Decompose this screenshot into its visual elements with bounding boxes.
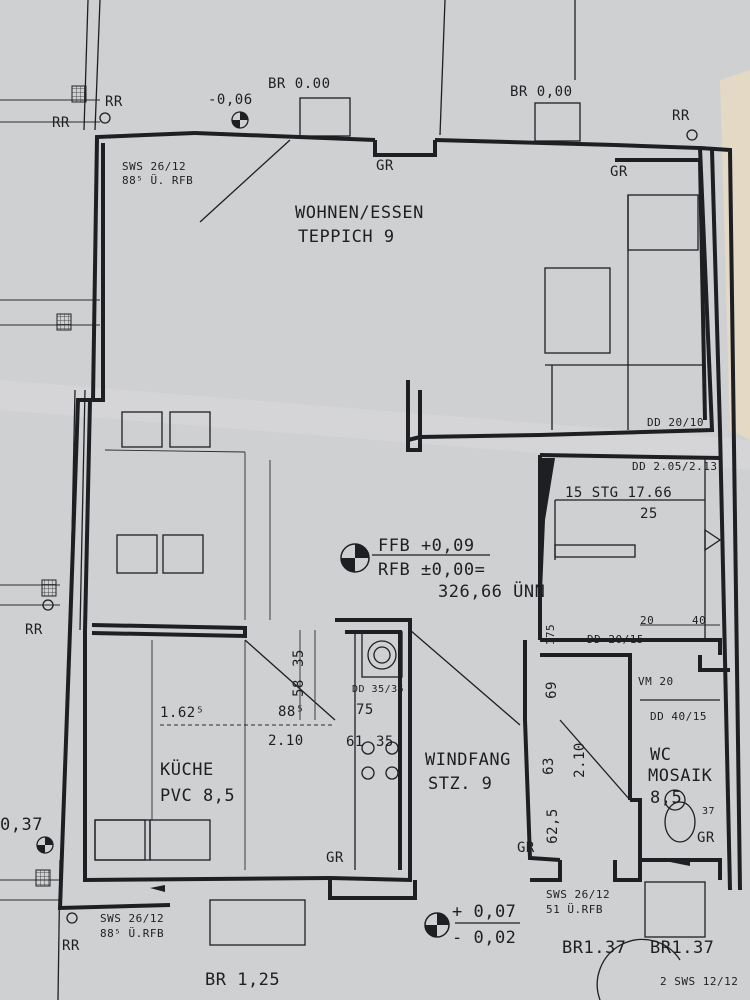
wc-floor-value: 8,5: [650, 788, 683, 808]
sws-right-a: SWS 26/12: [546, 888, 611, 901]
rr-bottom-left: RR: [62, 938, 80, 954]
br-bottom-r1: BR1.37: [562, 938, 627, 958]
dd-20-15: DD 20/15: [587, 633, 644, 646]
dim-75: 75: [356, 702, 374, 718]
gr-top-left: GR: [376, 158, 394, 174]
kitchen-name: KÜCHE: [160, 760, 214, 780]
door-arc: [596, 938, 681, 1000]
level-bottom-minus: - 0,02: [452, 928, 517, 948]
dim-35-a: 35: [290, 649, 307, 667]
living-room-floor: TEPPICH 9: [298, 227, 395, 247]
wc-floor: MOSAIK: [648, 766, 713, 786]
kitchen-88-dimension: 88⁵: [278, 704, 305, 720]
kitchen-floor: PVC 8,5: [160, 786, 236, 806]
staircase: [540, 458, 722, 640]
dim-40: 40: [692, 614, 707, 627]
br-top-right: BR 0,00: [510, 84, 573, 100]
stairs-steps: 15 STG 17.66: [565, 485, 673, 501]
sws-top-b: 88⁵ Ü. RFB: [122, 174, 194, 187]
sws-top-a: SWS 26/12: [122, 160, 187, 173]
kitchen-length-dimension: 2.10: [268, 733, 304, 749]
dim-175: 175: [544, 623, 558, 646]
living-room-name: WOHNEN/ESSEN: [295, 203, 424, 223]
rr-mid-left: RR: [25, 622, 43, 638]
level-left-side: 0,37: [0, 815, 43, 835]
br-top-left: BR 0.00: [268, 76, 331, 92]
windfang-dim-69: 69: [543, 681, 560, 699]
windfang-name: WINDFANG: [425, 750, 511, 770]
dim-20: 20: [640, 614, 655, 627]
br-bottom: BR 1,25: [205, 970, 281, 990]
kitchen-width-dimension: 1.62⁵: [160, 705, 205, 721]
stairs-tread: 25: [640, 506, 658, 522]
windows: [94, 97, 706, 946]
level-center-rfb: RFB ±0,00=: [378, 560, 486, 580]
dim-61: 61: [346, 734, 364, 750]
living-room-fixtures: [104, 139, 705, 726]
dd-35-35: DD 35/35: [352, 684, 405, 695]
gr-windfang: GR: [517, 840, 535, 856]
sws-right-b: 51 Ü.RFB: [546, 903, 603, 916]
gr-kitchen: GR: [326, 850, 344, 866]
windfang-floor: STZ. 9: [428, 774, 493, 794]
dd-40-15: DD 40/15: [650, 710, 707, 723]
br-bottom-r2: BR1.37: [650, 938, 715, 958]
sws-corner: 2 SWS 12/12: [660, 975, 739, 988]
sws-bottom-b: 88⁵ Ü.RFB: [100, 927, 165, 940]
wc-name: WC: [650, 745, 672, 765]
gr-top-right: GR: [610, 164, 628, 180]
level-living-top: -0,06: [208, 92, 253, 108]
fold-highlight: [0, 380, 750, 470]
level-bottom-plus: + 0,07: [452, 902, 517, 922]
dim-35-b: 35: [376, 734, 394, 750]
dd-stairs: DD 2.05/2.13: [632, 460, 718, 473]
dd-living: DD 20/10: [647, 416, 704, 429]
windfang-dim-63: 63: [540, 757, 557, 775]
rr-top-right: RR: [672, 108, 690, 124]
dim-58: 58: [290, 679, 307, 697]
level-center-nn: 326,66 ÜNN: [438, 582, 546, 602]
kitchen-fixtures: [94, 630, 403, 870]
windfang-dim-625: 62,5: [544, 808, 561, 844]
pipe-markers: [35, 85, 698, 924]
walls: [57, 131, 742, 911]
gr-wc: GR: [697, 830, 715, 846]
level-center-ffb: FFB +0,09: [378, 536, 475, 556]
level-markers: [36, 111, 520, 938]
dim-37: 37: [702, 806, 716, 817]
rr-top-left-b: RR: [52, 115, 70, 131]
rr-top-left-a: RR: [105, 94, 123, 110]
wc-fixtures: [559, 699, 720, 843]
windfang-dim-210: 2.10: [571, 742, 588, 778]
sws-bottom-a: SWS 26/12: [100, 912, 165, 925]
vm-label: VM 20: [638, 675, 674, 688]
page-edge: [720, 70, 750, 440]
